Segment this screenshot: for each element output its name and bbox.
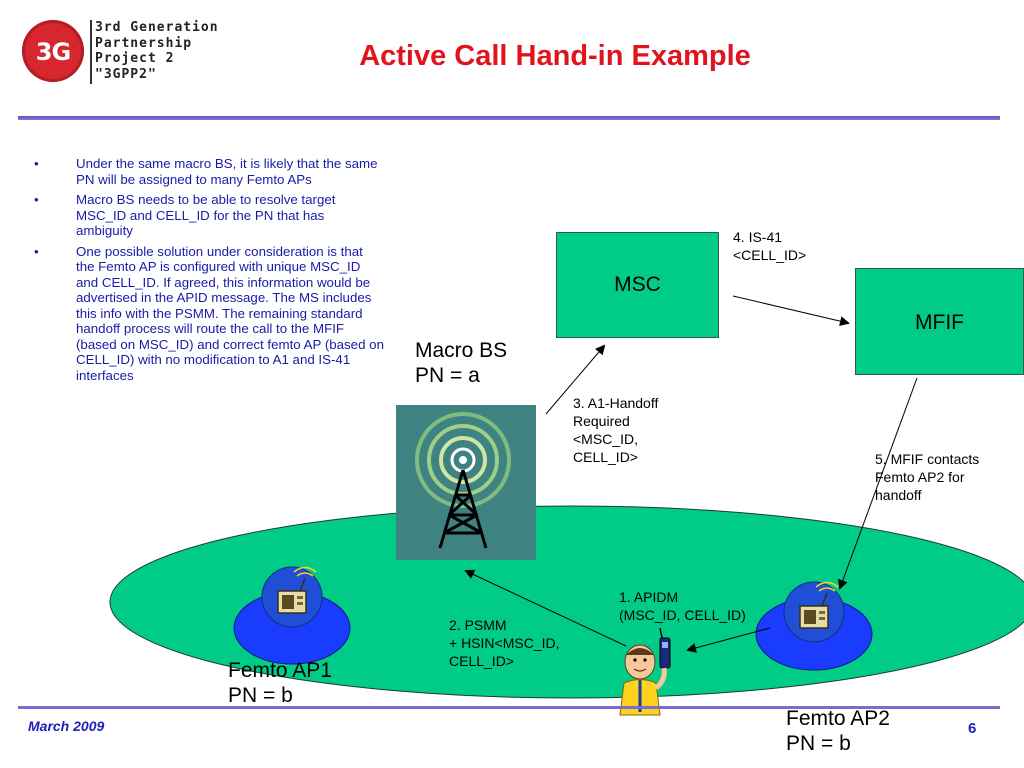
- arrow-a1-handoff: [545, 344, 606, 415]
- step-5-label: 5. MFIF contacts Femto AP2 for handoff: [875, 451, 980, 503]
- logo-line: "3GPP2": [95, 66, 157, 82]
- logo-line: Partnership: [95, 35, 193, 51]
- mfif-label: MFIF: [915, 311, 964, 334]
- logo-mark: 3G: [35, 38, 71, 66]
- arrow-psmm: [464, 569, 627, 647]
- logo-line: 3rd Generation: [95, 20, 219, 35]
- header-rule: [18, 116, 1000, 120]
- step-3-label: 3. A1-Handoff Required <MSC_ID, CELL_ID>: [573, 395, 659, 465]
- bullet-item: One possible solution under consideratio…: [34, 244, 384, 384]
- msc-node: MSC: [556, 232, 719, 338]
- page-title: Active Call Hand-in Example: [359, 40, 751, 72]
- mfif-node: MFIF: [855, 268, 1024, 375]
- bullet-item: Under the same macro BS, it is likely th…: [34, 156, 384, 187]
- logo-line: Project 2: [95, 51, 175, 66]
- logo-3g-circle: [22, 20, 84, 82]
- msc-label: MSC: [614, 273, 661, 296]
- femto-ap-icon: [261, 566, 323, 628]
- footer-date: March 2009: [28, 718, 105, 734]
- arrow-mfif-contacts: [838, 377, 918, 590]
- step-1-label: 1. APIDM (MSC_ID, CELL_ID): [619, 589, 746, 623]
- page-number: 6: [968, 720, 977, 737]
- logo-text: 3rd Generation Partnership Project 2 "3G…: [95, 20, 219, 82]
- femto-ap-icon: [783, 581, 845, 643]
- logo-divider: [90, 20, 92, 84]
- bullet-item: Macro BS needs to be able to resolve tar…: [34, 192, 384, 239]
- femto-ap2-label: Femto AP2 PN = b: [786, 707, 890, 755]
- arrow-apidm: [686, 627, 771, 653]
- step-4-label: 4. IS-41 <CELL_ID>: [733, 229, 807, 263]
- step-2-label: 2. PSMM + HSIN<MSC_ID, CELL_ID>: [449, 617, 560, 669]
- cell-tower-icon: [396, 405, 536, 560]
- macro-bs-label: Macro BS PN = a: [415, 339, 508, 387]
- footer-rule: [18, 706, 1000, 709]
- bullet-list: Under the same macro BS, it is likely th…: [34, 156, 384, 388]
- femto-ap1-label: Femto AP1 PN = b: [228, 659, 332, 707]
- arrow-is41: [732, 295, 850, 327]
